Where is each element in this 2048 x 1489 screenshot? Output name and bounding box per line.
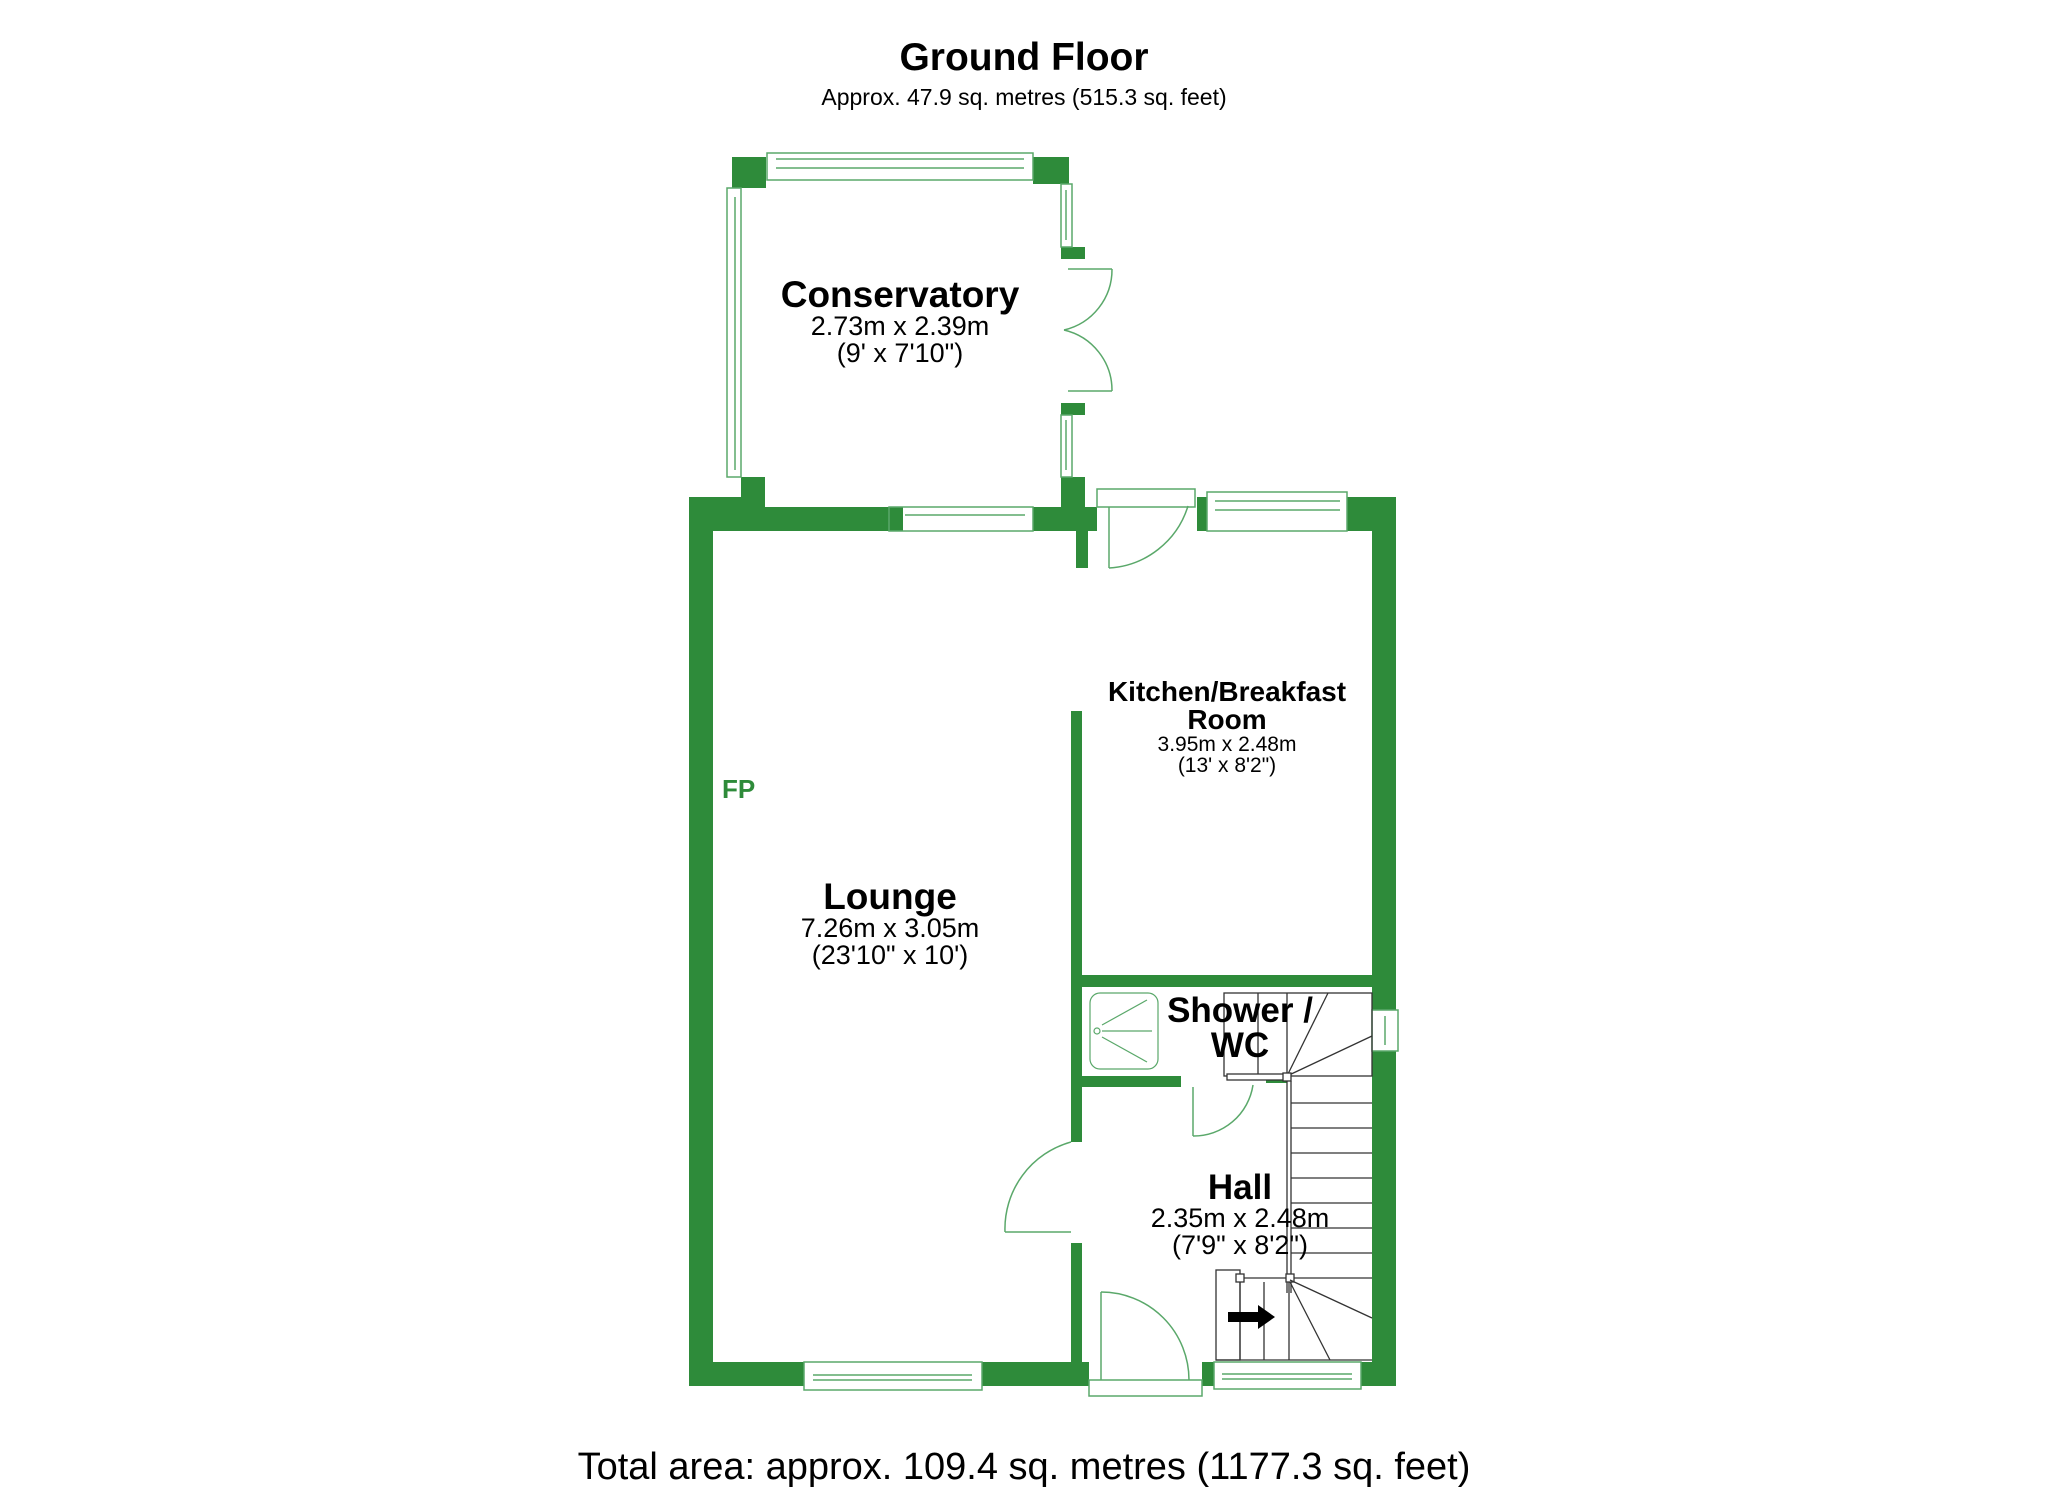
room-dimensions-imperial: (9' x 7'10"): [836, 338, 964, 368]
outer-wall-right-lower: [1372, 1051, 1396, 1386]
floor-title: Ground Floor: [899, 36, 1149, 79]
floor-area-subtitle: Approx. 47.9 sq. metres (515.3 sq. feet): [821, 84, 1227, 110]
outer-wall-bottom-a: [689, 1362, 804, 1386]
outer-wall-right-upper: [1372, 497, 1396, 1010]
room-name: Kitchen/Breakfast: [1107, 676, 1347, 707]
internal-wall-lounge-lower: [1071, 1243, 1082, 1362]
conservatory-right-stub-bottom: [1061, 403, 1085, 415]
internal-wall-lounge-upper: [1071, 711, 1082, 1142]
total-area-caption: Total area: approx. 109.4 sq. metres (11…: [577, 1446, 1471, 1488]
shower-tray: [1089, 992, 1159, 1070]
windows: [726, 152, 1399, 1391]
outer-wall-top-b: [1033, 507, 1097, 531]
walls: [689, 157, 1396, 1386]
room-label-shower-wc: Shower / WC: [1130, 993, 1350, 1063]
room-name: Hall: [1207, 1168, 1273, 1207]
room-name: Lounge: [823, 876, 957, 917]
outer-wall-bottom-d: [1361, 1362, 1396, 1386]
conservatory-corner-br: [1061, 477, 1085, 507]
room-dimensions-imperial: (23'10" x 10'): [811, 940, 969, 970]
conservatory-corner-tl: [732, 157, 766, 188]
room-label-conservatory: Conservatory 2.73m x 2.39m (9' x 7'10"): [750, 276, 1050, 367]
room-label-hall: Hall 2.35m x 2.48m (7'9" x 8'2"): [1090, 1170, 1390, 1259]
conservatory-corner-tr: [1033, 157, 1069, 184]
outer-wall-left: [689, 497, 713, 1386]
internal-wall-shower-bottom: [1082, 1076, 1181, 1087]
outer-wall-bottom-b: [982, 1362, 1089, 1386]
room-dimensions-metric: 2.73m x 2.39m: [810, 311, 990, 341]
conservatory-right-stub-top: [1061, 247, 1085, 259]
room-dimensions-metric: 3.95m x 2.48m: [1157, 733, 1297, 756]
room-name-line2: Room: [1187, 704, 1267, 735]
room-name: Shower /: [1167, 991, 1313, 1030]
room-dimensions-metric: 2.35m x 2.48m: [1150, 1203, 1330, 1233]
room-label-lounge: Lounge 7.26m x 3.05m (23'10" x 10'): [740, 878, 1040, 969]
fireplace-label: FP: [722, 774, 756, 804]
outer-wall-bottom-c: [1202, 1362, 1214, 1386]
room-dimensions-metric: 7.26m x 3.05m: [800, 913, 980, 943]
internal-wall-kitchen-bottom: [1071, 975, 1372, 987]
conservatory-corner-bl: [741, 477, 765, 507]
room-label-kitchen: Kitchen/Breakfast Room 3.95m x 2.48m (13…: [1082, 676, 1372, 777]
doors: [1004, 268, 1254, 1397]
kitchen-stub: [1076, 531, 1088, 568]
arrow-right-icon: [1228, 1305, 1275, 1329]
room-dimensions-imperial: (13' x 8'2"): [1177, 754, 1277, 777]
room-dimensions-imperial: (7'9" x 8'2"): [1171, 1230, 1309, 1260]
room-name: Conservatory: [780, 274, 1020, 315]
room-name-line2: WC: [1210, 1026, 1270, 1065]
outer-wall-top-c: [1197, 497, 1207, 531]
outer-wall-top-a: [741, 507, 903, 531]
